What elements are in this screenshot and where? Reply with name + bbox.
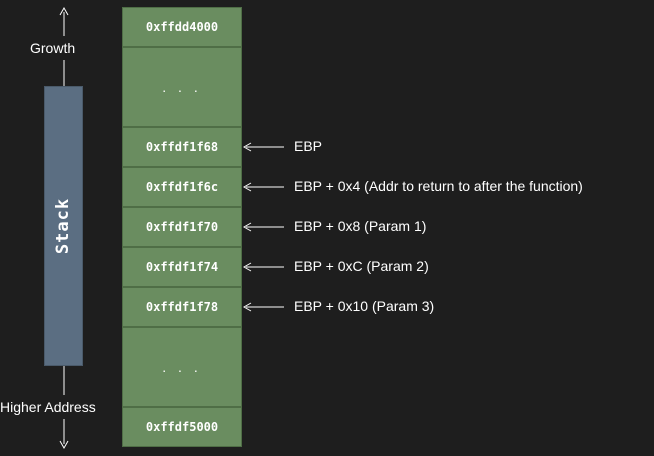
stack-label-wrap: Stack: [44, 86, 83, 366]
annotation-label: EBP + 0xC (Param 2): [294, 258, 429, 274]
growth-label: Growth: [30, 40, 76, 56]
higher-address-arrowhead-down: [59, 440, 69, 450]
annotation-label: EBP + 0x4 (Addr to return to after the f…: [294, 178, 583, 194]
pointer-arrowhead: [242, 302, 252, 312]
memory-cell-address: 0xffdf1f78: [122, 287, 242, 327]
growth-arrowhead-up: [59, 6, 69, 16]
stack-label: Stack: [53, 197, 74, 255]
stack-bar: [44, 86, 83, 366]
annotation-label: EBP: [294, 138, 323, 154]
higher-address-label: Higher Address: [0, 399, 96, 415]
memory-cell-address: 0xffdf1f74: [122, 247, 242, 287]
pointer-arrowhead: [242, 142, 252, 152]
memory-cell-ellipsis: . . .: [122, 47, 242, 127]
memory-cell-ellipsis: . . .: [122, 327, 242, 407]
memory-cell-address: 0xffdf1f6c: [122, 167, 242, 207]
pointer-arrowhead: [242, 222, 252, 232]
memory-cell-address: 0xffdd4000: [122, 7, 242, 47]
memory-cell-address: 0xffdf1f68: [122, 127, 242, 167]
annotation-label: EBP + 0x8 (Param 1): [294, 218, 427, 234]
memory-cell-address: 0xffdf5000: [122, 407, 242, 447]
memory-cell-address: 0xffdf1f70: [122, 207, 242, 247]
annotation-label: EBP + 0x10 (Param 3): [294, 298, 435, 314]
pointer-arrowhead: [242, 262, 252, 272]
pointer-arrowhead: [242, 182, 252, 192]
